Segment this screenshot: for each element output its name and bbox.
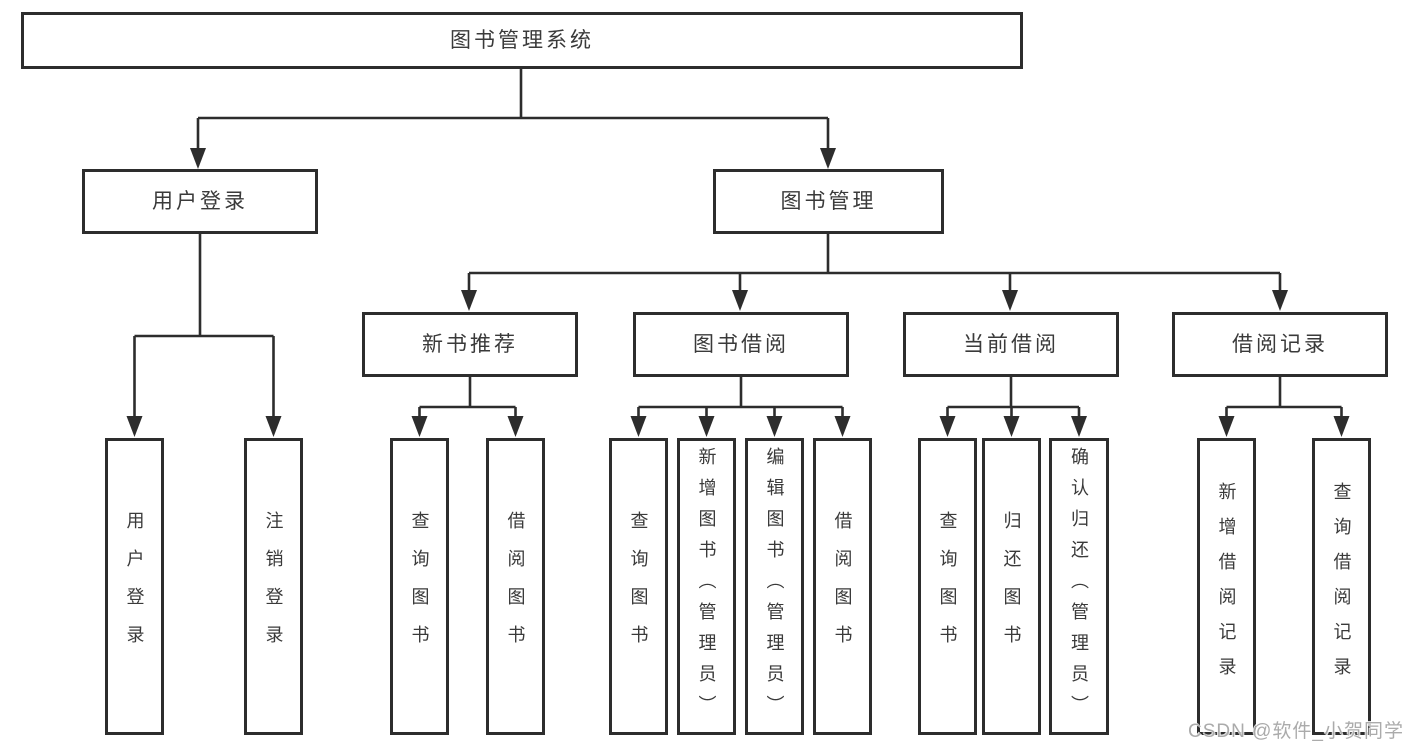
leaf-confirm-return-admin: 确认归还（管理员） [1049, 438, 1109, 735]
node-root: 图书管理系统 [21, 12, 1023, 69]
leaf-edit-book-admin: 编辑图书（管理员） [745, 438, 804, 735]
node-book-borrow-label: 图书借阅 [693, 333, 789, 356]
node-new-book-recommend-label: 新书推荐 [422, 333, 518, 356]
arrowhead [939, 416, 956, 437]
watermark: CSDN @软件_小贺同学 [1188, 721, 1404, 742]
leaf-query-borrow-record: 查询借阅记录 [1312, 438, 1371, 735]
leaf-query-books-current: 查询图书 [918, 438, 977, 735]
leaf-return-book-label: 归还图书 [1001, 510, 1022, 663]
arrowhead [507, 416, 524, 437]
connector-book-management [467, 233, 1282, 292]
leaf-query-books-borrow: 查询图书 [609, 438, 668, 735]
node-borrow-records-label: 借阅记录 [1232, 333, 1328, 356]
arrowhead [698, 416, 715, 437]
leaf-logout-label: 注销登录 [263, 510, 284, 663]
arrowhead [732, 290, 748, 311]
leaf-borrow-books: 借阅图书 [813, 438, 872, 735]
node-current-borrow: 当前借阅 [903, 312, 1119, 377]
node-book-management: 图书管理 [713, 169, 944, 234]
leaf-query-books-recommend: 查询图书 [390, 438, 449, 735]
node-book-borrow: 图书借阅 [633, 312, 849, 377]
leaf-return-book: 归还图书 [982, 438, 1041, 735]
leaf-query-borrow-record-label: 查询借阅记录 [1331, 481, 1352, 692]
node-current-borrow-label: 当前借阅 [963, 333, 1059, 356]
connector-user-login [133, 233, 275, 418]
arrowhead [461, 290, 477, 311]
leaf-borrow-books-label: 借阅图书 [832, 510, 853, 663]
node-borrow-records: 借阅记录 [1172, 312, 1388, 377]
leaf-edit-book-admin-label: 编辑图书（管理员） [764, 447, 785, 726]
leaf-borrow-books-recommend-label: 借阅图书 [505, 510, 526, 663]
arrowhead [834, 416, 851, 437]
node-root-label: 图书管理系统 [450, 29, 594, 52]
arrowhead [265, 416, 282, 437]
leaf-add-borrow-record-label: 新增借阅记录 [1216, 481, 1237, 692]
leaf-add-book-admin-label: 新增图书（管理员） [696, 447, 717, 726]
arrowhead [1071, 416, 1087, 437]
arrowhead [1002, 290, 1018, 311]
arrowhead [1333, 416, 1350, 437]
connector-borrow-records [1225, 376, 1343, 418]
arrowhead [820, 148, 836, 169]
connector-root [196, 68, 830, 150]
arrowhead [190, 148, 206, 169]
leaf-query-books-borrow-label: 查询图书 [628, 510, 649, 663]
arrowhead [126, 416, 143, 437]
leaf-logout: 注销登录 [244, 438, 303, 735]
node-user-login: 用户登录 [82, 169, 318, 234]
connector-current-borrow [946, 376, 1081, 418]
node-new-book-recommend: 新书推荐 [362, 312, 578, 377]
node-user-login-label: 用户登录 [152, 190, 248, 213]
arrowhead [1218, 416, 1235, 437]
arrowhead [766, 416, 783, 437]
node-book-management-label: 图书管理 [780, 190, 877, 213]
leaf-user-login: 用户登录 [105, 438, 164, 735]
leaf-query-books-current-label: 查询图书 [937, 510, 958, 663]
arrowhead [1272, 290, 1288, 311]
leaf-add-book-admin: 新增图书（管理员） [677, 438, 736, 735]
leaf-user-login-label: 用户登录 [124, 510, 145, 663]
leaf-borrow-books-recommend: 借阅图书 [486, 438, 545, 735]
arrowhead [630, 416, 647, 437]
connector-new-book-recommend [418, 376, 517, 418]
leaf-query-books-recommend-label: 查询图书 [409, 510, 430, 663]
connector-book-borrow [637, 376, 844, 418]
leaf-confirm-return-admin-label: 确认归还（管理员） [1069, 447, 1089, 726]
arrowhead [411, 416, 428, 437]
leaf-add-borrow-record: 新增借阅记录 [1197, 438, 1256, 735]
arrowhead [1003, 416, 1020, 437]
